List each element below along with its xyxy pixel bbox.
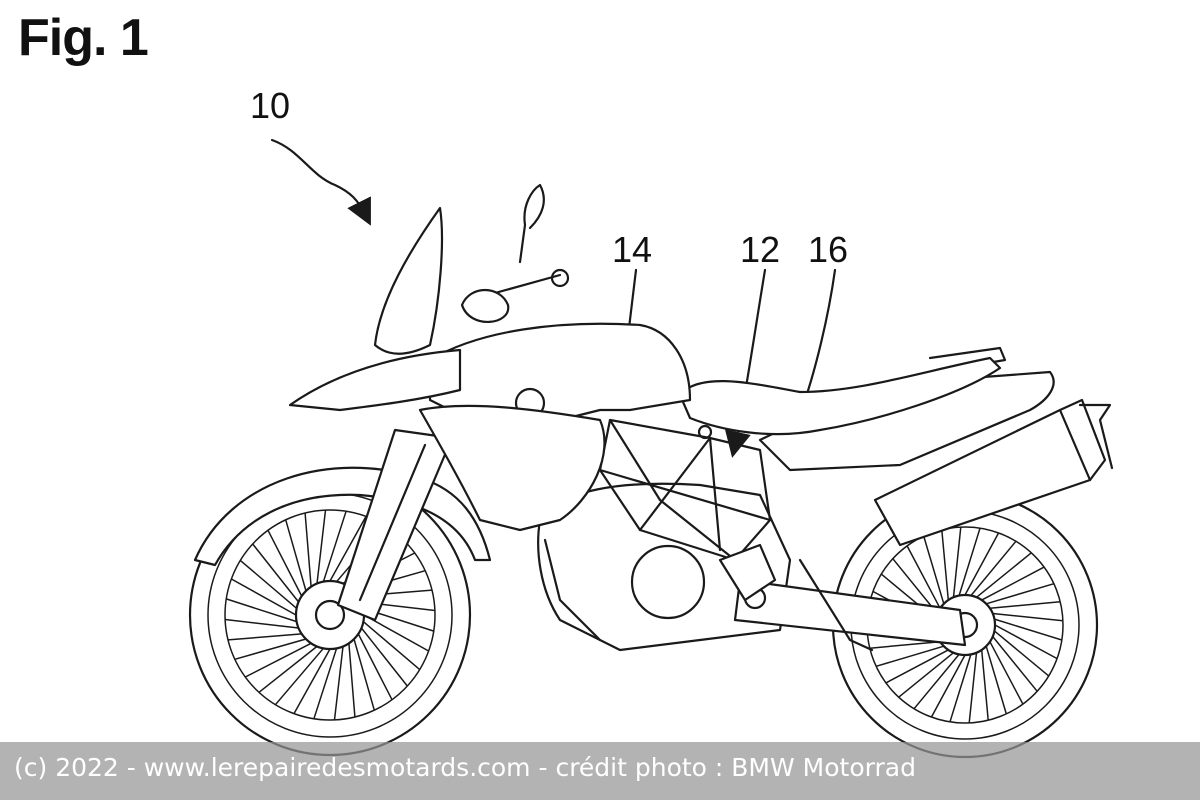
wheel-spoke: [329, 516, 367, 582]
wheel-spoke: [985, 645, 1008, 715]
rear-mudguard: [1078, 403, 1114, 470]
wheel-spoke: [284, 519, 307, 592]
windscreen: [373, 206, 444, 355]
ref-numeral-16: 16: [808, 229, 848, 270]
wheel-spoke: [952, 527, 962, 598]
fork-tube-line: [358, 443, 427, 602]
wheel-spoke: [252, 543, 300, 603]
wheel-spoke: [992, 612, 1063, 622]
front-mudguard: [193, 466, 492, 567]
wheel-spoke: [994, 618, 1063, 641]
wheel-spoke: [989, 641, 1024, 705]
leader-line-16: [803, 268, 837, 402]
engine-cover: [630, 544, 706, 620]
wheel-spoke: [976, 552, 1032, 598]
wheel-spoke: [981, 566, 1045, 601]
wheel-spoke: [357, 633, 393, 701]
frame-bolt: [697, 424, 713, 440]
wheel-spoke: [267, 529, 303, 597]
wheel-spoke: [980, 649, 989, 721]
front-fork: [336, 428, 454, 622]
frame: [598, 418, 772, 562]
wheel-spoke: [992, 636, 1038, 692]
wheel-spoke: [333, 646, 344, 720]
wheel-spoke: [968, 652, 978, 723]
wheel-spoke: [989, 601, 1061, 610]
front-beak: [288, 348, 462, 412]
headlight-housing: [460, 289, 510, 323]
watermark-text: (c) 2022 - www.lerepairedesmotards.com -…: [14, 753, 916, 782]
watermark-bar: (c) 2022 - www.lerepairedesmotards.com -…: [0, 742, 1200, 800]
wheel-spoke: [930, 654, 966, 718]
wheel-spoke: [353, 638, 376, 711]
wheel-spoke: [231, 578, 297, 616]
wheel-spoke: [913, 653, 960, 710]
wheel-spoke: [225, 598, 297, 623]
wheel-spoke: [360, 627, 408, 687]
wheel-spoke: [985, 582, 1055, 605]
hand-grip: [550, 268, 570, 288]
wheel-spoke: [941, 529, 950, 601]
wheel-spoke: [970, 540, 1017, 597]
crash-bar: [543, 538, 602, 642]
wheel-spoke: [316, 510, 327, 584]
exhaust-end-cap: [1058, 398, 1107, 482]
wheel-spoke: [875, 645, 945, 668]
wheel-spoke: [993, 630, 1050, 677]
wheel-spoke: [313, 648, 338, 720]
side-fairing: [418, 404, 606, 532]
wheel-spoke: [892, 558, 938, 614]
wheel-spoke: [227, 633, 302, 641]
wheel-spoke: [922, 535, 945, 605]
wheel-spoke: [362, 621, 421, 671]
wheel-spoke: [322, 510, 347, 582]
wheel-spoke: [949, 654, 972, 723]
rear-shock: [798, 558, 874, 652]
leader-arrow-10: [270, 138, 371, 226]
wheel-spoke: [304, 512, 312, 587]
wheel-spoke: [239, 559, 298, 609]
wheel-spoke: [906, 545, 941, 609]
wheel-spoke: [274, 647, 324, 706]
wheel-spoke: [964, 532, 1000, 596]
ref-numeral-12: 12: [740, 229, 780, 270]
fuel-tank: [428, 322, 692, 422]
wheel-spoke: [958, 527, 981, 596]
wheel-spoke: [348, 643, 356, 718]
wheel-spoke: [244, 642, 312, 678]
wheel-spoke: [293, 648, 331, 714]
wheel-spoke: [869, 640, 941, 649]
wheel-spoke: [225, 618, 299, 629]
mirror: [518, 183, 545, 264]
figure-title: Fig. 1: [18, 9, 149, 67]
ref-numeral-10: 10: [250, 85, 290, 126]
seat: [678, 356, 1002, 436]
ref-numeral-14: 14: [612, 229, 652, 270]
footpeg-bracket: [718, 543, 777, 602]
swingarm: [733, 578, 967, 647]
wheel-spoke: [994, 624, 1058, 660]
frame-tubes: [598, 418, 772, 562]
wheel-spoke: [234, 638, 307, 661]
wheel-spoke: [898, 652, 954, 698]
wheel-spoke: [885, 649, 949, 684]
wheel-spoke: [258, 645, 318, 693]
